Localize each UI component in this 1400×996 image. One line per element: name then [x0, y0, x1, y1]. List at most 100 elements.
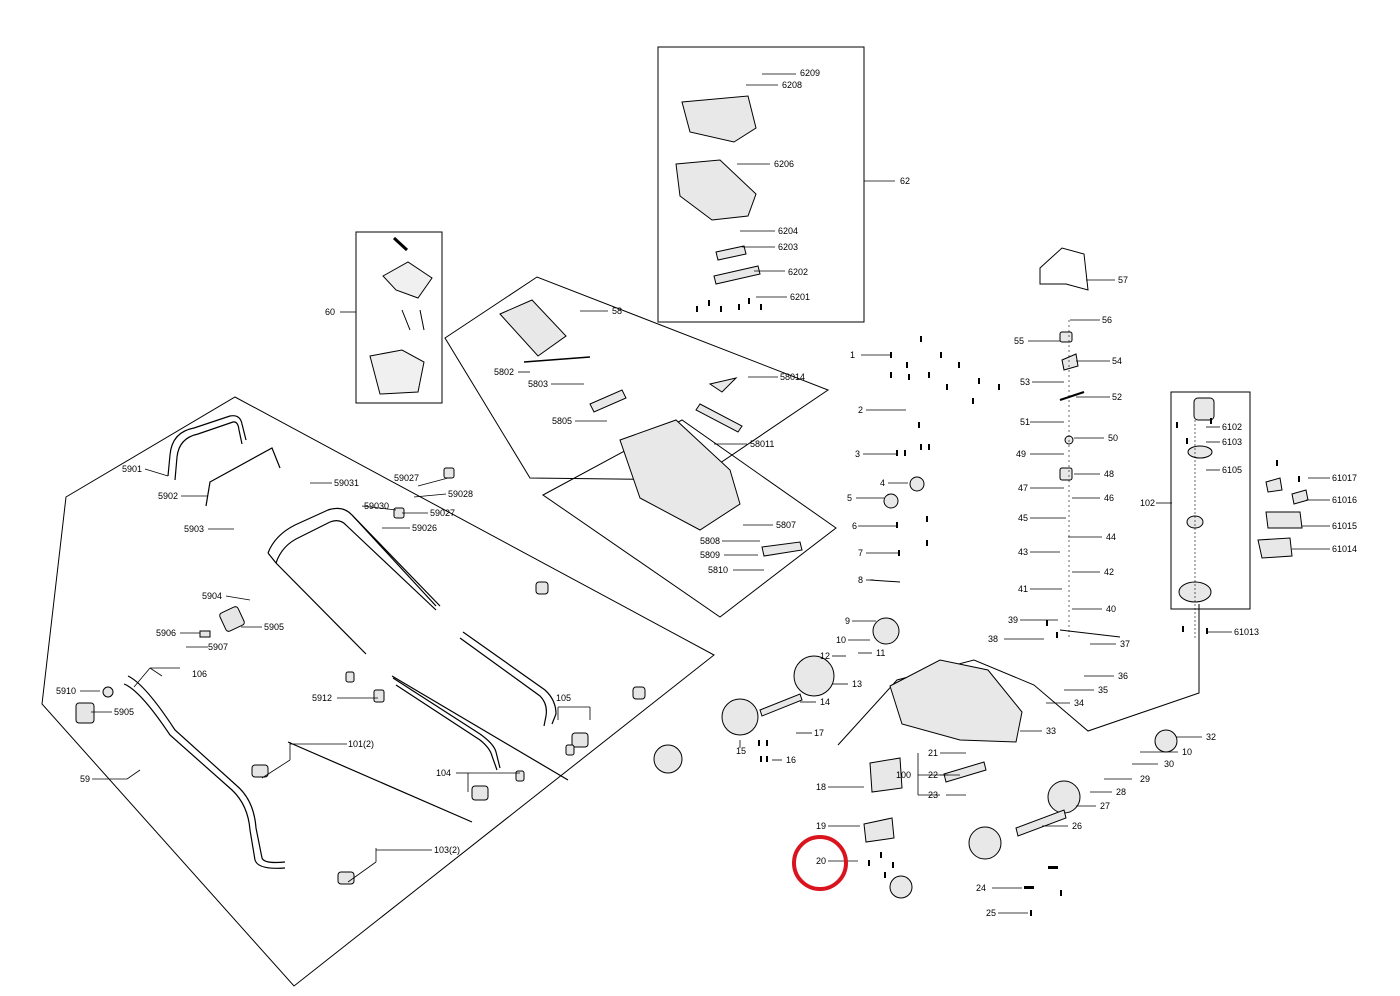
- frame-60: [355, 231, 443, 404]
- bag-frame: [382, 261, 433, 299]
- label-58: 58: [612, 306, 622, 316]
- label-61016: 61016: [1332, 495, 1357, 505]
- label-58011: 58011: [750, 439, 774, 449]
- label-61013: 61013: [1234, 627, 1259, 637]
- handle-cable-rod: [205, 447, 281, 507]
- label-6: 6: [852, 521, 857, 531]
- label-5910: 5910: [56, 686, 76, 696]
- label-6204: 6204: [778, 226, 798, 236]
- plate-19: [863, 817, 895, 843]
- label-30: 30: [1164, 759, 1174, 769]
- label-103: 103(2): [434, 845, 460, 855]
- highlight-circle-part-20: [792, 835, 848, 891]
- handle-parts: [123, 415, 569, 869]
- seal-58014b: [695, 403, 743, 433]
- label-61015: 61015: [1332, 521, 1357, 531]
- wheel-27: [1047, 780, 1081, 814]
- label-5803: 5803: [528, 379, 548, 389]
- rod-5802: [523, 356, 591, 363]
- chassis-details: [869, 247, 1121, 638]
- label-55: 55: [1014, 336, 1024, 346]
- label-29: 29: [1140, 774, 1150, 784]
- label-8: 8: [858, 575, 863, 585]
- label-42: 42: [1104, 567, 1114, 577]
- motor-6102: [1193, 397, 1215, 421]
- label-48: 48: [1104, 469, 1114, 479]
- label-5: 5: [847, 493, 852, 503]
- label-101: 101(2): [348, 739, 374, 749]
- control-box-parts: [675, 95, 761, 285]
- callout-labels: 6209 6208 6206 6204 6203 6202 6201 62 57…: [56, 68, 1357, 918]
- label-5809: 5809: [700, 550, 720, 560]
- label-60: 60: [325, 307, 335, 317]
- bail-bar: [123, 683, 286, 869]
- label-24: 24: [976, 883, 986, 893]
- upper-handle-bar: [167, 415, 247, 477]
- wheel-front: [968, 826, 1002, 860]
- hubcap-15: [653, 744, 683, 774]
- label-5905-left: 5905: [114, 707, 134, 717]
- label-25: 25: [986, 908, 996, 918]
- clip-right: [632, 686, 646, 700]
- label-6203: 6203: [778, 242, 798, 252]
- grass-bag: [369, 349, 425, 395]
- label-5902: 5902: [158, 491, 178, 501]
- frame-58-upper: [444, 276, 830, 481]
- label-100: 100: [896, 770, 911, 780]
- label-22: 22: [928, 770, 938, 780]
- top-cover-62: [681, 95, 757, 143]
- part-48: [1059, 467, 1073, 481]
- label-12: 12: [820, 651, 830, 661]
- hubcap-front: [889, 875, 913, 899]
- label-3: 3: [855, 449, 860, 459]
- lever-6202: [713, 265, 761, 285]
- label-59027: 59027: [430, 508, 455, 518]
- label-23: 23: [928, 790, 938, 800]
- label-58014: 58014: [780, 372, 805, 382]
- part-54: [1061, 353, 1079, 371]
- label-21: 21: [928, 748, 938, 758]
- switch-box-62: [675, 159, 757, 221]
- label-5904: 5904: [202, 591, 222, 601]
- label-28: 28: [1116, 787, 1126, 797]
- label-5903: 5903: [184, 524, 204, 534]
- label-6201: 6201: [790, 292, 810, 302]
- label-11: 11: [876, 648, 885, 658]
- lower-handle-bar: [267, 507, 441, 607]
- knob-4: [909, 476, 925, 492]
- label-26: 26: [1072, 821, 1082, 831]
- label-50: 50: [1108, 433, 1118, 443]
- hubcap-9: [872, 617, 900, 645]
- label-14: 14: [820, 697, 830, 707]
- cap-6103: [1187, 445, 1213, 459]
- lower-rod-right: [462, 631, 557, 725]
- label-32: 32: [1206, 732, 1216, 742]
- hubcap-32: [1154, 729, 1178, 753]
- label-43: 43: [1018, 547, 1028, 557]
- label-57: 57: [1118, 275, 1128, 285]
- label-15: 15: [736, 746, 746, 756]
- label-61017: 61017: [1332, 473, 1357, 483]
- lower-rod-104: [395, 684, 498, 771]
- part-61016: [1291, 489, 1309, 505]
- label-59028: 59028: [448, 489, 473, 499]
- label-47: 47: [1018, 483, 1028, 493]
- clamp-101a: [251, 764, 269, 778]
- label-104: 104: [436, 768, 451, 778]
- frame-102: [1170, 391, 1251, 610]
- cover-parts-58: [499, 299, 803, 557]
- label-46: 46: [1104, 493, 1114, 503]
- label-5805: 5805: [552, 416, 572, 426]
- hardware-marks: [696, 298, 1300, 916]
- label-59026: 59026: [412, 523, 437, 533]
- label-56: 56: [1102, 315, 1112, 325]
- label-18: 18: [816, 782, 826, 792]
- label-7: 7: [858, 548, 863, 558]
- blade-22: [943, 761, 987, 783]
- label-52: 52: [1112, 392, 1122, 402]
- label-105: 105: [556, 693, 571, 703]
- frame-33-link: [837, 604, 1200, 746]
- label-106: 106: [192, 669, 207, 679]
- grass-bag-parts: [369, 236, 433, 395]
